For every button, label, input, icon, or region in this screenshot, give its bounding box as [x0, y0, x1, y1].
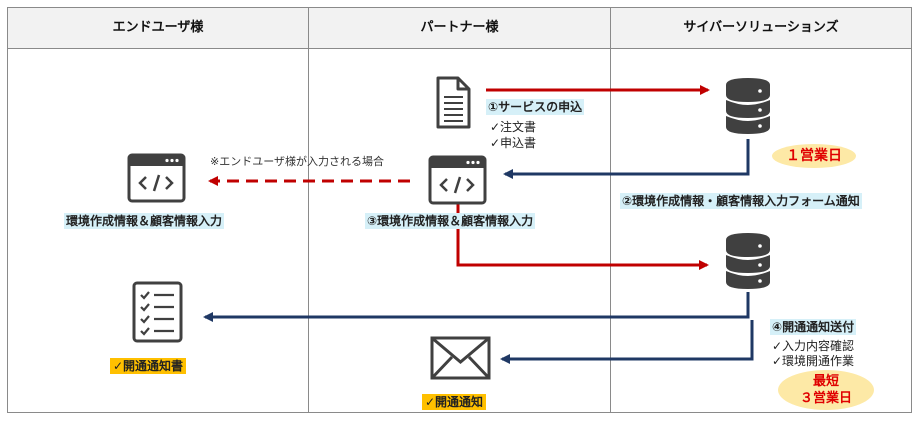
- step4-item-confirm-input: ✓入力内容確認: [772, 339, 855, 353]
- arrow-form-notification: [503, 139, 750, 179]
- column-header-end-user: エンドユーザ様: [8, 8, 308, 48]
- end-user-form-label: 環境作成情報＆顧客情報入力: [64, 213, 225, 229]
- column-header-cyber: サイバーソリューションズ: [611, 8, 911, 48]
- end-user-note: ※エンドユーザ様が入力される場合: [210, 155, 384, 168]
- database-icon-bottom: [726, 233, 770, 289]
- step4-title: ④開通通知送付: [770, 319, 857, 335]
- step4-item-environment-setup: ✓環境開通作業: [772, 354, 855, 368]
- code-window-icon-end-user: [127, 153, 186, 203]
- badge-shortest-three-days: 最短 ３営業日: [778, 370, 874, 410]
- notice-mail-label: ✓開通通知: [422, 394, 487, 410]
- step1-item-application-form: ✓申込書: [490, 136, 537, 150]
- code-window-icon-partner: [428, 155, 487, 205]
- column-header-partner: パートナー様: [309, 8, 610, 48]
- step3-title: ③環境作成情報＆顧客情報入力: [365, 213, 536, 229]
- step1-title: ①サービスの申込: [486, 99, 585, 115]
- document-icon: [436, 76, 471, 129]
- step1-item-order-form: ✓注文書: [490, 120, 537, 134]
- badge-shortest-line2: ３営業日: [799, 391, 852, 406]
- arrow-notice-partner: [500, 320, 754, 364]
- diagram-frame: [7, 7, 912, 413]
- column-divider-2: [610, 8, 611, 412]
- mail-icon: [430, 336, 491, 380]
- notice-document-label: ✓開通通知書: [110, 358, 187, 374]
- header-divider: [8, 48, 911, 49]
- step2-title: ②環境作成情報・顧客情報入力フォーム通知: [620, 193, 862, 209]
- database-icon-top: [726, 78, 770, 134]
- column-divider-1: [308, 8, 309, 412]
- arrow-notice-end-user: [203, 292, 750, 322]
- badge-shortest-line1: 最短: [812, 374, 839, 389]
- badge-one-business-day: １営業日: [772, 144, 856, 168]
- checklist-icon: [132, 281, 183, 343]
